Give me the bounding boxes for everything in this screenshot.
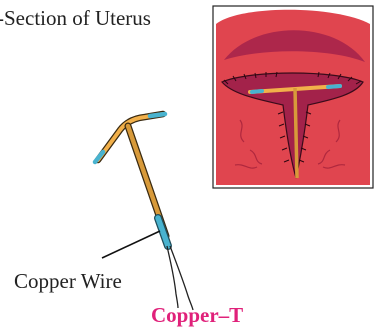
- thread-left: [167, 246, 178, 308]
- copper-wire-leader-line: [102, 231, 160, 258]
- inserted-device-stem: [295, 88, 297, 178]
- uterus-cross-section-illustration: [216, 10, 370, 185]
- device-arm-tip-right: [150, 114, 165, 116]
- inserted-device-arm-tip-right: [328, 86, 340, 87]
- inserted-device-arm-tip-left: [252, 91, 262, 92]
- device-arm-tip-left: [95, 152, 103, 162]
- uterus-section-label: -Section of Uterus: [0, 8, 151, 29]
- copper-wire-label: Copper Wire: [14, 271, 122, 292]
- copper-t-title: Copper–T: [151, 305, 243, 326]
